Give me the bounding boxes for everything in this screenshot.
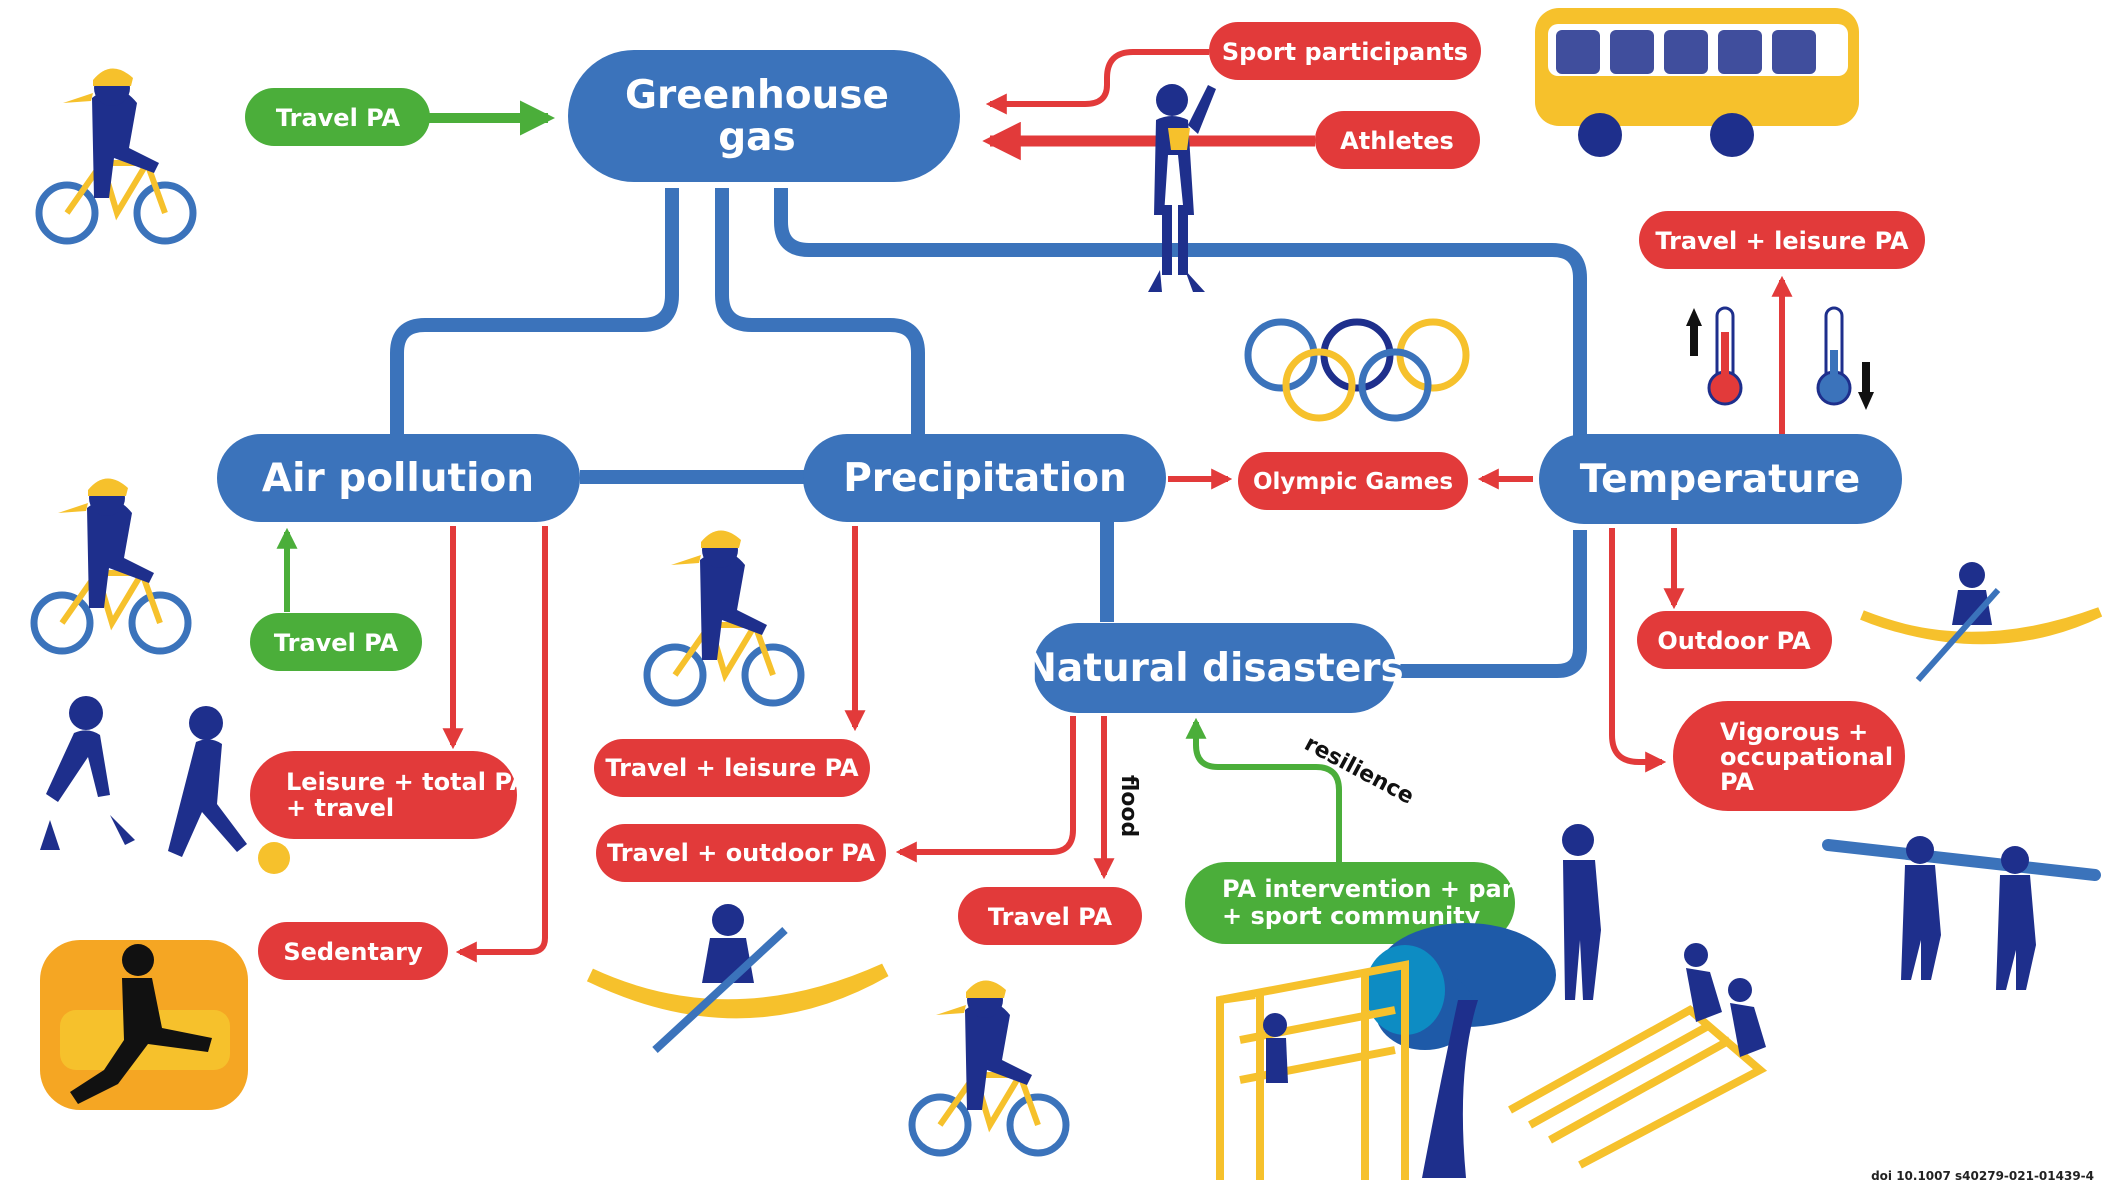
node-vigorous-occupational-pa: Vigorous + occupational PA [1673, 701, 1905, 811]
greenhouse-gas-line-1: Greenhouse [625, 73, 889, 118]
pa-intervention-line-1: PA intervention + parks [1222, 875, 1544, 903]
bus-icon [1535, 8, 1859, 157]
olympic-rings-icon [1244, 318, 1470, 422]
cyclist-icon [647, 530, 801, 703]
playground-icon [1216, 960, 1768, 1180]
edge-ghg-precip [715, 188, 925, 436]
node-travel-leisure-pa-top: Travel + leisure PA [1639, 211, 1925, 269]
air-pollution-label: Air pollution [262, 456, 534, 501]
leisure-total-pa-line-2: + travel [286, 794, 394, 822]
athletes-label: Athletes [1340, 127, 1454, 155]
blue-connectors [390, 188, 1587, 678]
node-sport-participants: Sport participants [1209, 22, 1481, 80]
node-leisure-total-pa: Leisure + total PA + travel [250, 751, 529, 839]
red-arrows [442, 49, 1793, 963]
surfers-icon [1263, 836, 2101, 1083]
node-travel-pa-bottom: Travel PA [958, 887, 1142, 945]
sedentary-label: Sedentary [283, 938, 423, 966]
travel-pa-bottom-label: Travel PA [988, 903, 1113, 931]
olympic-games-label: Olympic Games [1253, 469, 1453, 495]
vigorous-line-3: PA [1720, 768, 1754, 796]
precipitation-label: Precipitation [843, 456, 1127, 501]
node-travel-leisure-pa-mid: Travel + leisure PA [594, 739, 870, 797]
edge-air-sedentary [455, 526, 548, 963]
natural-disasters-label: Natural disasters [1024, 646, 1403, 691]
vigorous-line-1: Vigorous + [1720, 718, 1868, 746]
node-air-pollution: Air pollution [217, 434, 580, 522]
node-travel-outdoor-pa: Travel + outdoor PA [596, 824, 886, 882]
thermometer-up-icon [1686, 306, 1743, 406]
kayak-icon [1860, 562, 2103, 682]
edge-disasters-outdoor [895, 716, 1076, 863]
flood-label: flood [1116, 775, 1141, 837]
travel-leisure-pa-top-label: Travel + leisure PA [1655, 227, 1909, 255]
travel-outdoor-pa-label: Travel + outdoor PA [607, 839, 876, 867]
node-pa-intervention: PA intervention + parks + sport communit… [1185, 862, 1544, 944]
node-outdoor-pa: Outdoor PA [1637, 611, 1832, 669]
travel-pa-left-label: Travel PA [274, 629, 399, 657]
greenhouse-gas-line-2: gas [718, 115, 795, 160]
node-temperature: Temperature [1539, 434, 1902, 524]
node-travel-pa-top: Travel PA [245, 88, 430, 146]
cyclist-icon [912, 980, 1066, 1153]
edge-sport-participants [985, 49, 1209, 115]
node-greenhouse-gas: Greenhouse gas [568, 50, 960, 182]
node-travel-pa-left: Travel PA [250, 613, 422, 671]
cyclist-icon [39, 68, 193, 241]
doi-label: doi 10.1007 s40279-021-01439-4 [1871, 1169, 2094, 1183]
node-natural-disasters: Natural disasters [1024, 623, 1404, 713]
leisure-total-pa-line-1: Leisure + total PA [286, 768, 529, 796]
edge-temp-vigorous [1609, 528, 1667, 773]
node-precipitation: Precipitation [803, 434, 1166, 522]
edge-resilience [1185, 717, 1342, 862]
node-olympic-games: Olympic Games [1238, 452, 1468, 510]
travel-leisure-pa-mid-label: Travel + leisure PA [605, 754, 859, 782]
sedentary-couch-icon [40, 940, 248, 1110]
sport-participants-label: Sport participants [1222, 38, 1468, 66]
resilience-label: resilience [1300, 731, 1418, 809]
pa-intervention-line-2: + sport community [1222, 902, 1481, 930]
thermometer-down-icon [1816, 306, 1874, 410]
vigorous-line-2: occupational [1720, 743, 1893, 771]
athlete-trophy-icon [1148, 84, 1216, 292]
edge-ghg-air [390, 188, 679, 436]
outdoor-pa-label: Outdoor PA [1657, 627, 1811, 655]
node-athletes: Athletes [1315, 111, 1480, 169]
cyclist-icon [34, 478, 188, 651]
temperature-label: Temperature [1580, 457, 1861, 502]
travel-pa-top-label: Travel PA [276, 104, 401, 132]
runners-icon [40, 696, 290, 874]
node-sedentary: Sedentary [258, 922, 448, 980]
edge-temp-disasters [1394, 530, 1587, 678]
green-arrows [276, 100, 1342, 862]
kayak-icon [586, 904, 889, 1053]
